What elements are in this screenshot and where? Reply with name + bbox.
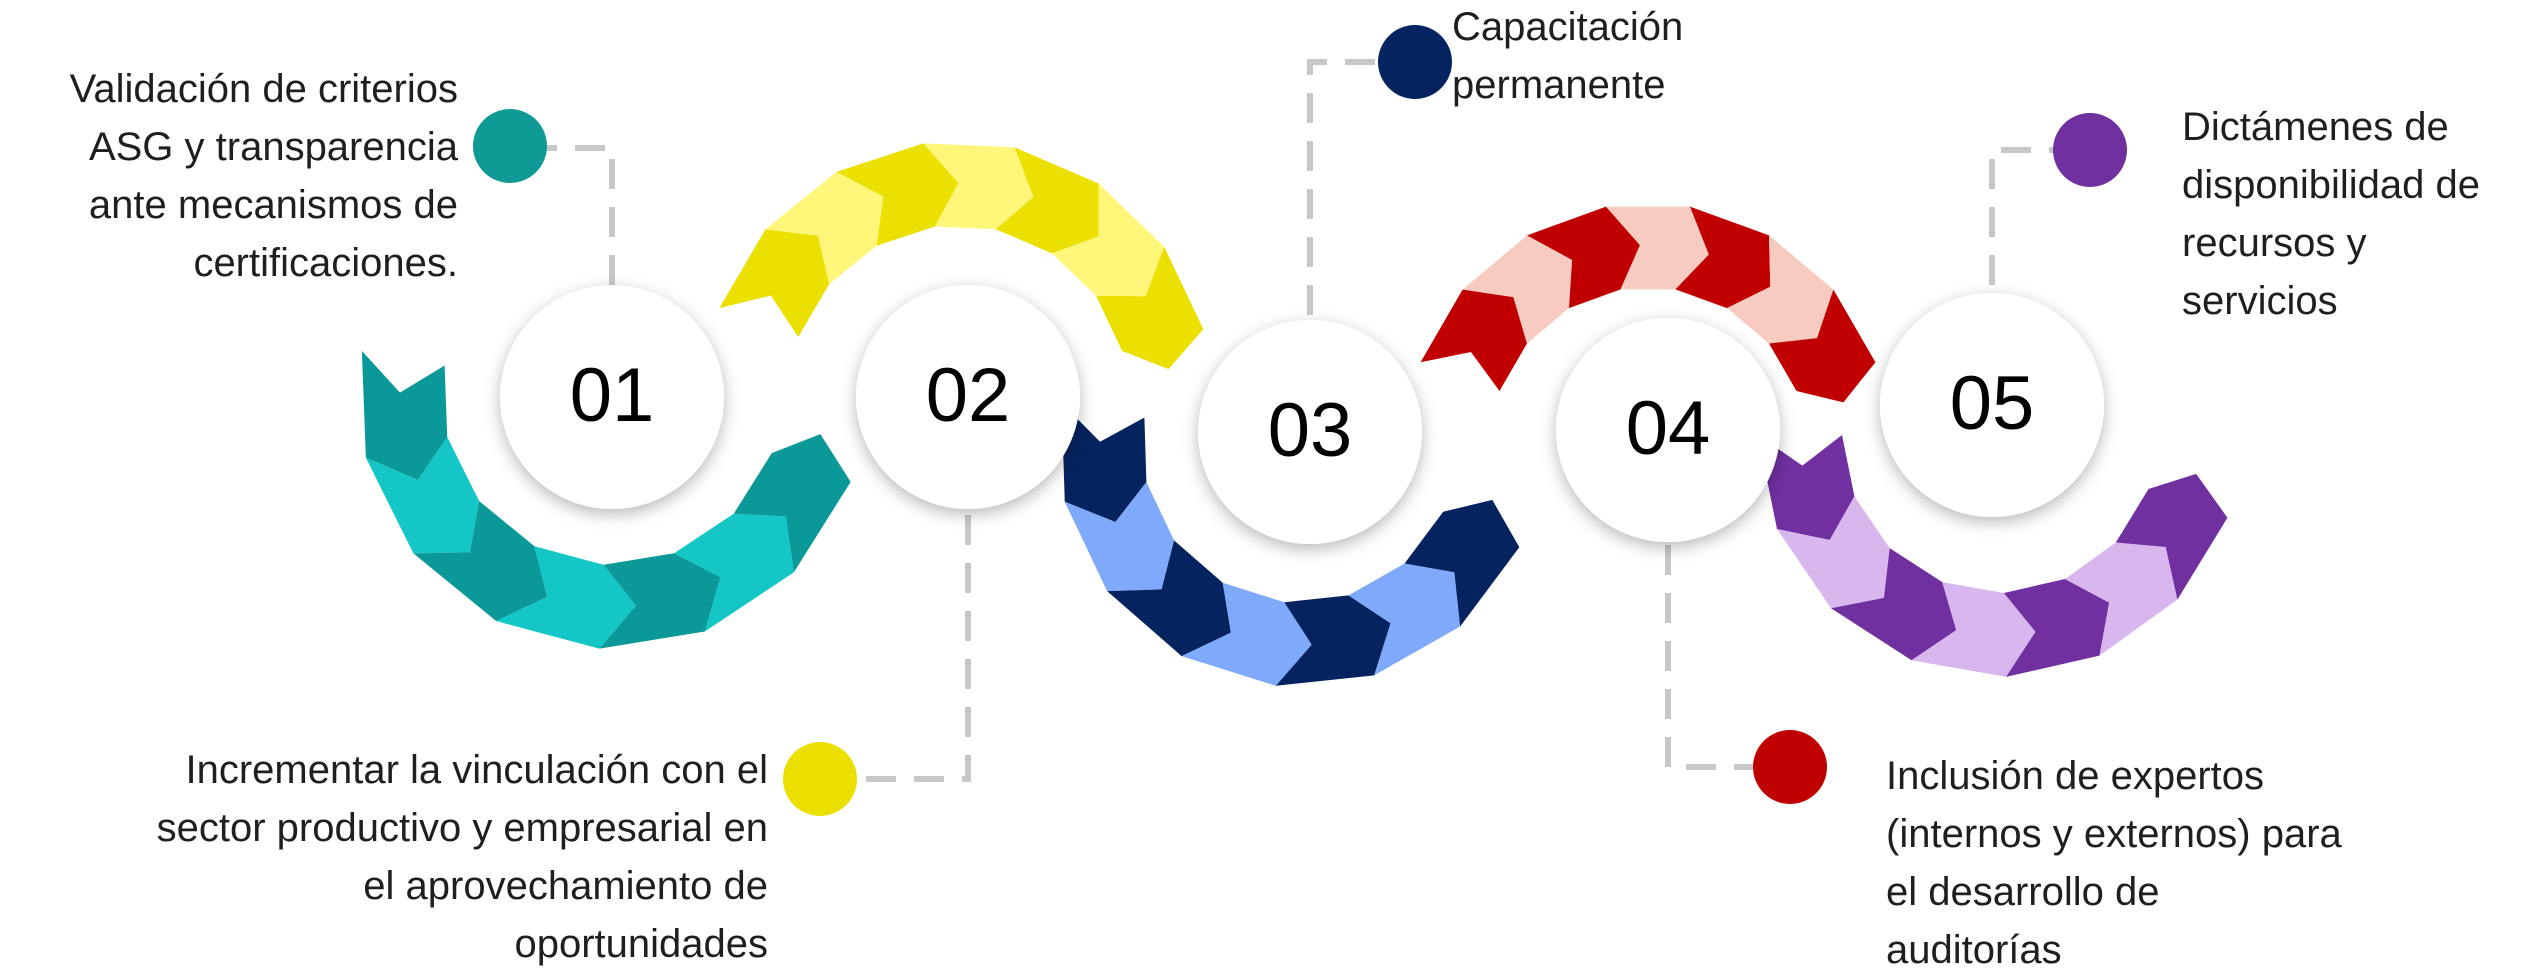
wave-segment-1-6 — [674, 513, 794, 632]
step-number-3: 03 — [1268, 388, 1353, 473]
bullet-dot-2 — [783, 742, 857, 816]
step-1-line-1: Validación de criterios — [69, 67, 458, 111]
wave-segment-2-4 — [923, 143, 1034, 230]
step-number-5: 05 — [1950, 361, 2035, 446]
bullet-dot-3 — [1378, 25, 1452, 99]
bullet-dot-4 — [1753, 730, 1827, 804]
wave-segment-2-3 — [836, 143, 959, 246]
wave-segment-1-4 — [496, 546, 636, 649]
wave-segment-1-5 — [599, 553, 721, 649]
step-circle-5: 05 — [1880, 293, 2104, 517]
wave-segment-4-5 — [1675, 206, 1771, 309]
step-4-line-3: el desarrollo de — [1886, 870, 2160, 914]
step-circle-bg-4 — [1556, 318, 1780, 542]
step-2-line-1: Incrementar la vinculación con el — [185, 748, 768, 792]
step-4-line-4: auditorías — [1886, 928, 2062, 972]
wave-segment-4-6 — [1727, 235, 1834, 344]
wave-segment-4-2 — [1462, 235, 1573, 344]
wave-segment-3-6 — [1348, 563, 1461, 676]
step-1-line-2: ASG y transparencia — [88, 125, 458, 169]
wave-segment-5-1 — [1758, 435, 1855, 540]
step-circles: 01 02 03 04 05 — [500, 285, 2104, 544]
connector-line-3 — [1307, 59, 1385, 315]
wave-segment-5-7 — [2115, 473, 2228, 600]
step-5-line-4: servicios — [2182, 279, 2338, 323]
wave-segment-4-1 — [1420, 289, 1527, 391]
step-5-description: Dictámenes de disponibilidad de recursos… — [2182, 98, 2532, 330]
step-3-line-1: Capacitación — [1452, 5, 1684, 49]
wave-segment-1-2 — [365, 436, 480, 554]
wave-segment-3-1 — [1061, 402, 1147, 523]
wave-segment-4-3 — [1527, 206, 1640, 309]
step-3-line-2: permanente — [1452, 63, 1666, 107]
wave-segment-2-7 — [1096, 246, 1204, 370]
wave-segment-1-1 — [361, 350, 448, 480]
bullet-dot-5 — [2053, 113, 2127, 187]
step-circle-bg-2 — [856, 285, 1080, 509]
step-circle-bg-5 — [1880, 293, 2104, 517]
connectors — [545, 59, 2055, 782]
bullet-dot-1 — [473, 109, 547, 183]
step-2-line-4: oportunidades — [514, 922, 768, 966]
step-circle-3: 03 — [1198, 320, 1422, 544]
step-1-description: Validación de criterios ASG y transparen… — [0, 60, 458, 292]
step-circle-4: 04 — [1556, 318, 1780, 542]
wave-segment-3-3 — [1107, 540, 1231, 657]
step-circle-2: 02 — [856, 285, 1080, 509]
step-2-description: Incrementar la vinculación con el sector… — [40, 741, 768, 973]
wave-segment-5-4 — [1911, 582, 2036, 677]
wave-segment-2-5 — [995, 147, 1099, 254]
wave-segment-4-4 — [1605, 206, 1709, 290]
wave-segment-5-5 — [2003, 579, 2110, 677]
step-4-line-2: (internos y externos) para — [1886, 812, 2342, 856]
step-5-line-2: disponibilidad de — [2182, 163, 2481, 207]
connector-line-1 — [545, 145, 615, 285]
wave-segment-3-5 — [1275, 595, 1391, 686]
step-3-description: Capacitación permanente — [1452, 0, 1772, 114]
wave-segment-1-7 — [733, 434, 851, 573]
wave-segment-3-7 — [1404, 499, 1520, 627]
wave-band — [361, 143, 2228, 686]
wave-segment-3-4 — [1181, 582, 1312, 686]
step-circle-bg-3 — [1198, 320, 1422, 544]
wave-segment-5-3 — [1831, 548, 1957, 661]
step-2-line-2: sector productivo y empresarial en — [156, 806, 768, 850]
step-number-2: 02 — [926, 353, 1011, 438]
step-circle-1: 01 — [500, 285, 724, 509]
step-1-line-3: ante mecanismos de — [88, 183, 458, 227]
wave-segment-4-7 — [1769, 289, 1876, 403]
wave-segment-5-6 — [2064, 542, 2178, 656]
step-5-line-3: recursos y — [2182, 221, 2367, 265]
step-4-description: Inclusión de expertos (internos y extern… — [1886, 747, 2446, 979]
step-2-line-3: el aprovechamiento de — [363, 864, 768, 908]
connector-line-2 — [855, 515, 971, 782]
connector-line-5 — [1989, 147, 2055, 285]
bullet-dots — [473, 25, 2127, 816]
step-circle-bg-1 — [500, 285, 724, 509]
step-5-line-1: Dictámenes de — [2182, 105, 2449, 149]
wave-segment-3-2 — [1064, 482, 1175, 592]
step-4-line-1: Inclusión de expertos — [1886, 754, 2265, 798]
step-number-1: 01 — [570, 353, 655, 438]
wave-segment-2-6 — [1052, 183, 1165, 297]
wave-segment-2-2 — [765, 171, 884, 285]
step-number-4: 04 — [1626, 386, 1711, 471]
wave-segment-5-2 — [1777, 496, 1890, 609]
connector-line-4 — [1665, 545, 1755, 770]
wave-segment-2-1 — [719, 229, 830, 337]
wave-segment-1-3 — [413, 500, 548, 622]
step-1-line-4: certificaciones. — [193, 241, 458, 285]
